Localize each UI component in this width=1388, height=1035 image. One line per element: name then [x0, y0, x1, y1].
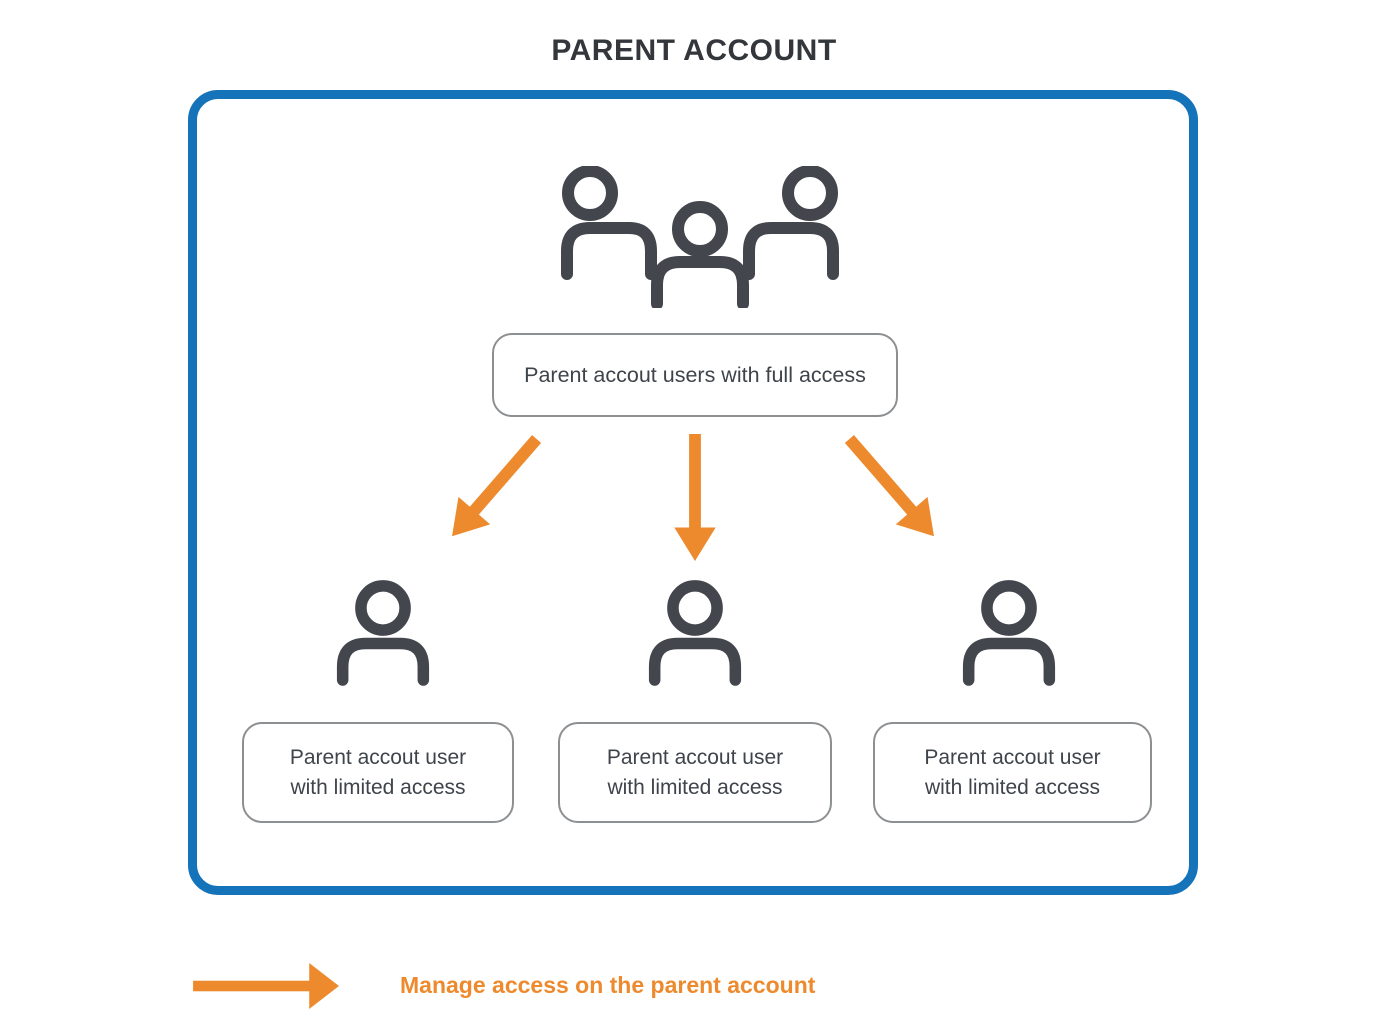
limited-access-label-line1: Parent accout user: [606, 745, 784, 769]
full-access-label-box: Parent accout users with full access: [492, 333, 898, 417]
user-group-icon: [545, 166, 855, 308]
arrow-right-icon: [190, 962, 343, 1010]
limited-access-label-line2: with limited access: [607, 775, 783, 799]
limited-access-label-line2: with limited access: [924, 775, 1101, 799]
page-title: PARENT ACCOUNT: [551, 34, 837, 67]
arrow-down-icon: [673, 434, 717, 562]
legend-label: Manage access on the parent account: [400, 972, 816, 998]
limited-access-label-line1: Parent accout user: [924, 745, 1101, 769]
arrow-down-right-icon: [833, 425, 951, 552]
full-access-label: Parent accout users with full access: [524, 363, 866, 387]
limited-access-label-box: Parent accout user with limited access: [873, 722, 1152, 823]
person-icon: [647, 577, 743, 687]
person-icon: [961, 577, 1057, 687]
arrow-down-left-icon: [435, 425, 553, 552]
limited-access-label-box: Parent accout user with limited access: [558, 722, 832, 823]
limited-access-label-line1: Parent accout user: [289, 745, 467, 769]
person-icon: [335, 577, 431, 687]
limited-access-label-box: Parent accout user with limited access: [242, 722, 514, 823]
legend: Manage access on the parent account: [0, 962, 1388, 1012]
limited-access-label-line2: with limited access: [290, 775, 466, 799]
